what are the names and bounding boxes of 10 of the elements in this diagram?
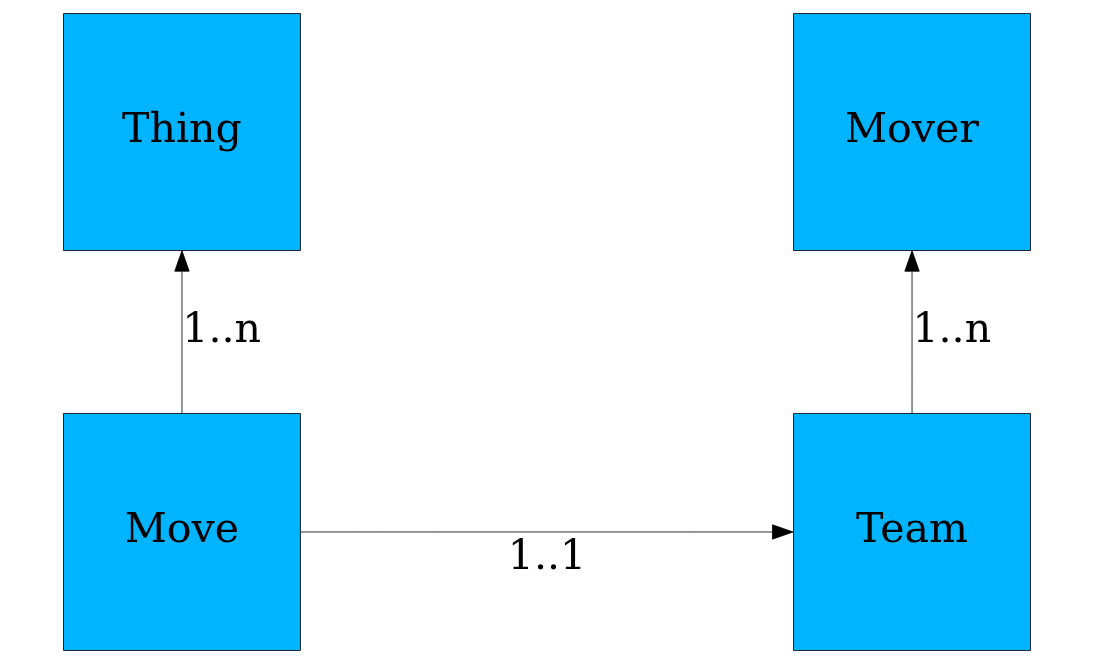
edge-label: 1..1 — [507, 530, 587, 579]
arrow — [300, 524, 794, 540]
arrow — [904, 250, 920, 414]
node-box: Team — [793, 413, 1031, 651]
node-box: Move — [63, 413, 301, 651]
arrow — [174, 250, 190, 414]
edge-label: 1..n — [182, 304, 262, 353]
node-box: Mover — [793, 13, 1031, 251]
node-box: Thing — [63, 13, 301, 251]
edge-label: 1..n — [912, 304, 992, 353]
